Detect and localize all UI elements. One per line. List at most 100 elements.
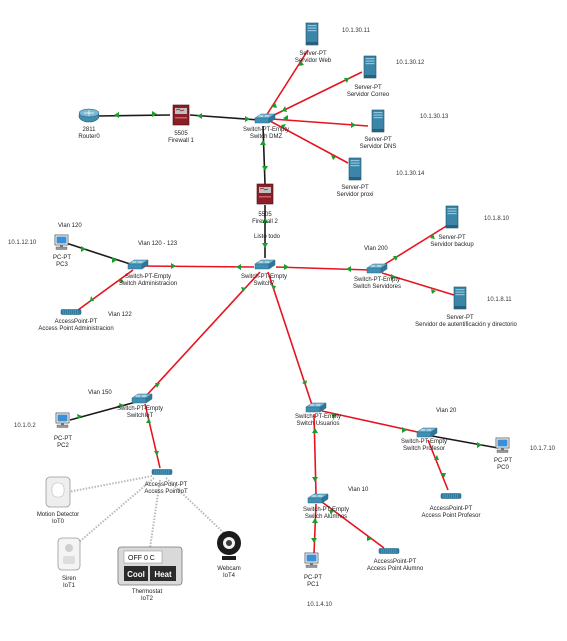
server-web-device[interactable]: Server-PT Servidor Web 10.1.30.11 [295, 22, 371, 64]
indicator-up-triangle [434, 455, 439, 460]
pc3-ip-label: 10.1.12.10 [8, 240, 37, 246]
router0-device[interactable]: 2811 Router0 [78, 108, 100, 140]
server-backup-device[interactable]: Server-PT Servidor backup 10.1.8.10 [430, 205, 510, 248]
indicator-up-triangle [283, 115, 288, 121]
ap-alumno-device[interactable]: AccessPoint-PT Access Point Alumno [367, 548, 424, 573]
switch-iot-name-label: SwitchIoT [127, 413, 154, 419]
server-correo-type-label: Server-PT [354, 85, 382, 91]
indicator-up-triangle [272, 102, 277, 108]
indicator-up-triangle [282, 106, 287, 112]
motion-detector-device[interactable]: Motion Detector IoT0 [37, 476, 79, 525]
link-ap-iot-thermostat [149, 479, 161, 549]
switch-admin-device[interactable]: Switch-PT-Empty Switch Administracion [119, 259, 177, 287]
access-point-icon [60, 309, 82, 315]
switch-alumnos-device[interactable]: Switch-PT-Empty Switch Alumnos [303, 493, 349, 520]
indicator-up-triangle [284, 264, 289, 270]
link-pc3-switch-admin [65, 242, 131, 265]
server-icon [445, 205, 459, 229]
thermostat-heat-button[interactable]: Heat [154, 570, 172, 579]
switch-iot-type-label: Switch-PT-Empty [117, 406, 163, 412]
pc3-device[interactable]: PC-PT PC3 10.1.12.10 [8, 234, 71, 268]
vlan20-label: Vlan 20 [436, 408, 457, 414]
indicator-up-triangle [262, 218, 268, 223]
indicator-up-triangle [441, 473, 446, 478]
pc0-type-label: PC-PT [494, 458, 512, 464]
indicator-up-triangle [81, 246, 86, 252]
link-switch-admin-core [139, 265, 255, 268]
indicator-up-triangle [332, 413, 337, 418]
server-proxi-type-label: Server-PT [341, 185, 369, 191]
switch-servidores-device[interactable]: Switch-PT-Empty Switch Servidores [353, 263, 401, 290]
thermostat-cool-button[interactable]: Cool [127, 570, 145, 579]
siren-device[interactable]: Siren IoT1 [57, 537, 81, 589]
ap-iot-device[interactable]: AccessPoint-PT Access PointIoT [144, 469, 188, 496]
access-point-icon [151, 469, 173, 475]
link-switch-iot-ap-iot [144, 403, 161, 469]
server-backup-name-label: Servidor backup [430, 242, 474, 248]
server-proxi-device[interactable]: Server-PT Servidor proxi 10.1.30.14 [336, 157, 425, 198]
switch-icon [254, 259, 276, 270]
pc0-device[interactable]: PC-PT PC0 10.1.7.10 [494, 437, 556, 471]
link-dmz-firewall2 [262, 125, 266, 185]
indicator-up-triangle [236, 264, 241, 270]
switch-profesor-device[interactable]: Switch-PT-Empty Switch Profesor [401, 427, 447, 452]
pc2-name-label: PC2 [57, 443, 69, 449]
firewall2-device[interactable]: 5505 Firewall 2 [252, 183, 278, 225]
indicator-up-triangle [329, 510, 334, 515]
server-dns-type-label: Server-PT [364, 137, 392, 143]
pc3-name-label: PC3 [56, 262, 68, 268]
switch-alumnos-name-label: Switch Alumnos [305, 514, 347, 520]
switch-admin-type-label: Switch-PT-Empty [125, 274, 171, 280]
webcam-device[interactable]: Webcam IoT4 [217, 531, 241, 579]
indicator-up-triangle [90, 296, 94, 301]
indicator-up-triangle [351, 122, 356, 128]
firewall1-name-label: Firewall 1 [168, 138, 194, 144]
router0-type-label: 2811 [83, 127, 97, 133]
thermostat-device[interactable]: OFF 0 C Cool Heat Thermostat IoT2 [117, 546, 183, 602]
vlan120-label: Vlan 120 [58, 223, 82, 229]
ap-profesor-name-label: Access Point Profesor [421, 513, 480, 519]
indicator-up-triangle [344, 78, 349, 83]
ap-profesor-device[interactable]: AccessPoint-PT Access Point Profesor [421, 493, 481, 520]
pc1-device[interactable]: PC-PT PC1 10.1.4.10 [304, 552, 333, 608]
pc-icon [54, 234, 69, 250]
pc1-name-label: PC1 [307, 582, 319, 588]
ap-profesor-type-label: AccessPoint-PT [430, 506, 473, 512]
link-profesor-pc0 [431, 435, 499, 449]
firewall1-type-label: 5505 [174, 131, 188, 137]
siren-type-label: Siren [62, 576, 76, 582]
indicator-up-triangle [154, 451, 159, 456]
access-point-icon [378, 548, 400, 554]
indicator-up-triangle [299, 61, 304, 66]
ap-admin-device[interactable]: AccessPoint-PT Access Point Administraci… [38, 309, 114, 333]
indicator-up-triangle [312, 477, 318, 482]
server-icon [453, 286, 467, 310]
switch-iot-device[interactable]: Switch-PT-Empty SwitchIoT [117, 393, 163, 419]
switch-usuarios-device[interactable]: Switch-PT-Empty Switch Usuarios [295, 402, 341, 427]
webcam-name-label: IoT4 [223, 573, 236, 579]
pc0-name-label: PC0 [497, 465, 509, 471]
link-profesor-ap-profesor [427, 439, 449, 491]
thermostat-type-label: Thermostat [132, 589, 163, 595]
ap-admin-type-label: AccessPoint-PT [55, 319, 98, 325]
switch-dmz-device[interactable]: Switch-PT-Empty Switch DMZ [243, 113, 289, 140]
indicator-up-triangle [312, 428, 318, 433]
switch-icon [307, 493, 329, 504]
switch-core-device[interactable]: Switch-PT-Empty Switch7 [241, 259, 287, 287]
thermostat-icon [117, 546, 183, 586]
pc-icon [495, 437, 510, 453]
link-core-switch-iot [145, 271, 261, 397]
server-auth-device[interactable]: Server-PT Servidor de autentificación y … [415, 286, 518, 328]
server-dns-device[interactable]: Server-PT Servidor DNS 10.1.30.13 [360, 109, 449, 150]
server-web-name-label: Servidor Web [295, 58, 332, 64]
server-proxi-ip-label: 10.1.30.14 [396, 171, 425, 177]
switch-core-type-label: Switch-PT-Empty [241, 274, 287, 280]
firewall2-name-label: Firewall 2 [252, 219, 278, 225]
firewall1-device[interactable]: 5505 Firewall 1 [168, 104, 194, 144]
link-router0-firewall1 [97, 114, 171, 117]
pc2-device[interactable]: PC-PT PC2 10.1.0.2 [14, 412, 72, 449]
siren-icon [57, 537, 81, 571]
vlan10-label: Vlan 10 [348, 487, 369, 493]
server-correo-device[interactable]: Server-PT Servidor Correo 10.1.30.12 [347, 55, 425, 98]
server-proxi-name-label: Servidor proxi [336, 192, 373, 198]
